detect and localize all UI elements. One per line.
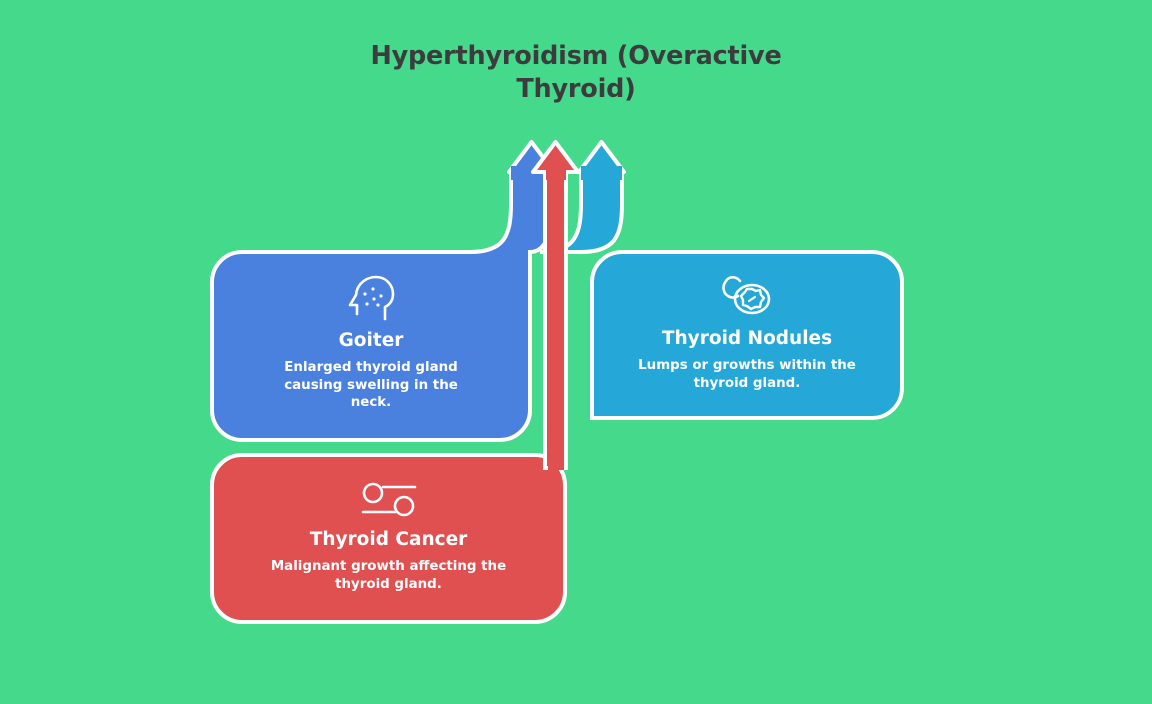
cell-slider-icon xyxy=(361,482,416,517)
magnifier-cell-icon xyxy=(722,275,771,315)
card-thyroid-nodules-title: Thyroid Nodules xyxy=(661,328,833,349)
page-title: Hyperthyroidism (Overactive Thyroid) xyxy=(370,41,782,104)
card-goiter[interactable]: Goiter Enlarged thyroid gland causing sw… xyxy=(212,252,530,440)
card-goiter-title: Goiter xyxy=(338,330,404,351)
card-thyroid-cancer[interactable]: Thyroid Cancer Malignant growth affectin… xyxy=(212,455,565,622)
card-thyroid-cancer-description: Malignant growth affecting the thyroid g… xyxy=(270,559,507,592)
card-thyroid-nodules-description: Lumps or growths within the thyroid glan… xyxy=(638,358,856,391)
card-thyroid-cancer-title: Thyroid Cancer xyxy=(309,529,468,550)
head-profile-spots-icon xyxy=(348,275,395,321)
thyroid-cancer-flow xyxy=(210,140,580,624)
card-goiter-description: Enlarged thyroid gland causing swelling … xyxy=(284,360,458,411)
card-thyroid-nodules[interactable]: Thyroid Nodules Lumps or growths within … xyxy=(592,252,902,418)
